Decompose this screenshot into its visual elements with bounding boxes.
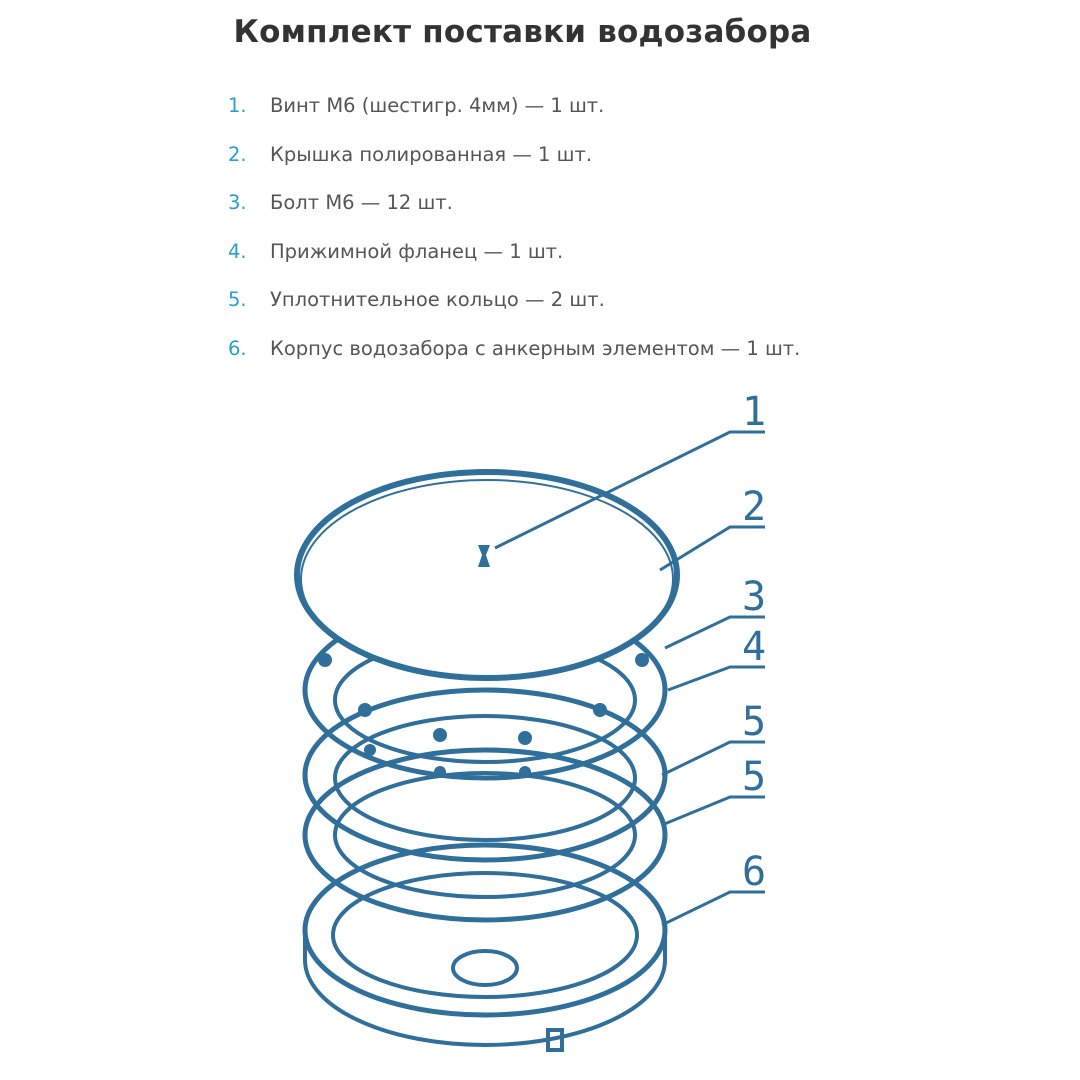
callout-label: 5 — [742, 699, 766, 745]
list-item: 2. Крышка полированная — 1 шт. — [228, 143, 800, 192]
list-item: 5. Уплотнительное кольцо — 2 шт. — [228, 288, 800, 337]
callout-label: 1 — [742, 389, 766, 435]
item-text: Прижимной фланец — 1 шт. — [270, 239, 564, 263]
screw-icon — [478, 545, 490, 567]
item-number: 4. — [228, 239, 247, 263]
item-number: 2. — [228, 142, 247, 166]
list-item: 3. Болт М6 — 12 шт. — [228, 191, 800, 240]
item-number: 5. — [228, 288, 247, 311]
callout-label: 4 — [742, 624, 766, 670]
pressure-flange — [302, 599, 668, 781]
item-number: 3. — [228, 191, 247, 214]
item-text: Уплотнительное кольцо — 2 шт. — [270, 288, 605, 311]
callout-label: 3 — [742, 574, 766, 620]
list-item: 4. Прижимной фланец — 1 шт. — [228, 240, 800, 289]
leader-lines — [494, 430, 765, 927]
callout-label: 5 — [742, 754, 766, 800]
water-intake-body — [302, 842, 668, 1052]
page-title: Комплект поставки водозабора — [233, 14, 812, 50]
item-number: 6. — [228, 336, 247, 360]
item-text: Винт М6 (шестигр. 4мм) — 1 шт. — [270, 94, 605, 117]
item-text: Болт М6 — 12 шт. — [270, 191, 453, 214]
polished-lid — [294, 469, 680, 681]
item-text: Корпус водозабора с анкерным элементом —… — [270, 336, 801, 360]
list-item: 6. Корпус водозабора с анкерным элементом… — [228, 337, 800, 386]
list-item: 1. Винт М6 (шестигр. 4мм) — 1 шт. — [228, 94, 800, 143]
seal-ring-lower — [302, 747, 668, 923]
bolts — [318, 653, 649, 778]
callout-label: 2 — [742, 484, 766, 530]
item-text: Крышка полированная — 1 шт. — [270, 142, 593, 166]
callout-label: 6 — [742, 849, 766, 895]
parts-list: 1. Винт М6 (шестигр. 4мм) — 1 шт. 2. Крышк… — [228, 94, 800, 385]
item-number: 1. — [228, 94, 247, 117]
